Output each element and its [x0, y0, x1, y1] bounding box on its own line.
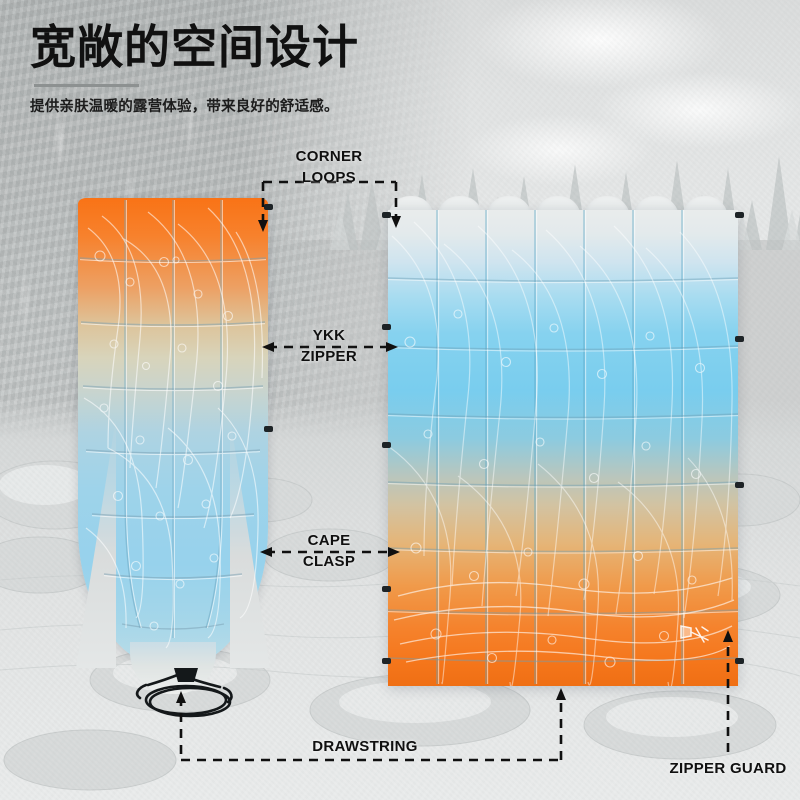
callout-corner-loops-line1: CORNER	[295, 148, 363, 165]
page-subtitle: 提供亲肤温暖的露营体验，带来良好的舒适感。	[30, 98, 339, 115]
product-blanket	[382, 196, 744, 686]
header-block: 宽敞的空间设计 提供亲肤温暖的露营体验，带来良好的舒适感。	[30, 21, 630, 116]
drawstring-cord	[135, 668, 233, 718]
blanket-body	[388, 210, 738, 686]
title-divider	[34, 83, 139, 87]
brand-logo-icon	[680, 625, 709, 643]
callout-ykk-zipper: YKK ZIPPER	[264, 325, 394, 368]
product-sleeping-bag	[76, 198, 273, 694]
corner-loop-tab	[735, 336, 744, 342]
corner-loop-tab	[382, 212, 391, 218]
corner-loop-tab	[735, 212, 744, 218]
callout-cape-clasp-line1: CAPE	[307, 532, 351, 549]
callout-corner-loops: CORNER LOOPS	[262, 146, 396, 189]
callout-ykk-zipper-line1: YKK	[312, 327, 346, 344]
corner-loop-tab	[382, 586, 391, 592]
callout-ykk-zipper-line2: ZIPPER	[301, 348, 357, 366]
callout-drawstring: DRAWSTRING	[312, 738, 418, 755]
callout-cape-clasp: CAPE CLASP	[262, 530, 396, 573]
callout-cape-clasp-line2: CLASP	[302, 553, 356, 571]
corner-loop-tab	[735, 482, 744, 488]
corner-loop-tab	[264, 204, 273, 210]
callout-zipper-guard: ZIPPER GUARD	[669, 760, 787, 777]
callout-corner-loops-line2: LOOPS	[301, 169, 356, 187]
corner-loop-tab	[382, 658, 391, 664]
page-title: 宽敞的空间设计	[30, 21, 359, 73]
corner-loop-tab	[264, 426, 273, 432]
corner-loop-tab	[382, 324, 391, 330]
corner-loop-tab	[382, 442, 391, 448]
corner-loop-tab	[735, 658, 744, 664]
